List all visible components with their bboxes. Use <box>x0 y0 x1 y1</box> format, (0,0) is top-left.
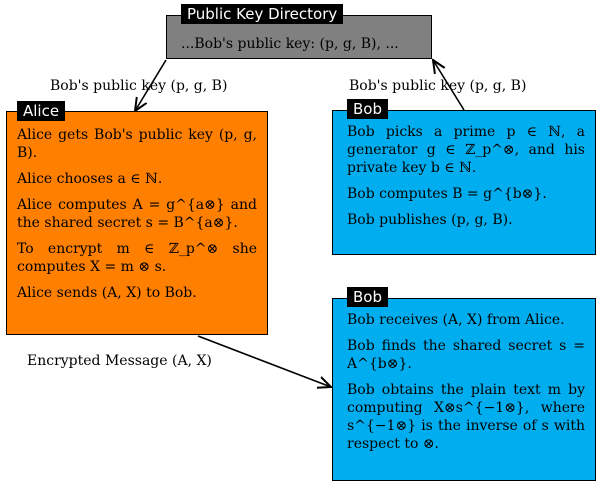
alice-step: Alice sends (A, X) to Bob. <box>17 285 197 301</box>
bob-setup-step: Bob picks a prime p ∈ ℕ, a generator g ∈… <box>347 124 585 176</box>
arrow-bob-to-directory <box>433 60 465 111</box>
bob-setup-steps: Bob picks a prime p ∈ ℕ, a generator g ∈… <box>347 123 585 237</box>
alice-box: Alice Alice gets Bob's public key (p, g,… <box>6 101 268 335</box>
alice-step: Alice chooses a ∈ ℕ. <box>17 171 163 187</box>
edge-label-directory-to-alice: Bob's public key (p, g, B) <box>50 78 228 94</box>
bob-setup-title: Bob <box>347 99 388 119</box>
bob-decrypt-step: Bob receives (A, X) from Alice. <box>347 312 565 328</box>
edge-label-bob-to-directory: Bob's public key (p, g, B) <box>349 78 527 94</box>
bob-decrypt-steps: Bob receives (A, X) from Alice. Bob find… <box>347 311 585 461</box>
bob-decrypt-step: Bob finds the shared secret s = A^{b⊗}. <box>347 338 585 372</box>
alice-step: Alice computes A = g^{a⊗} and the shared… <box>17 197 257 231</box>
bob-setup-box: Bob Bob picks a prime p ∈ ℕ, a generator… <box>332 99 596 255</box>
directory-content: ...Bob's public key: (p, g, B), ... <box>181 36 399 52</box>
bob-setup-step: Bob publishes (p, g, B). <box>347 212 513 228</box>
bob-setup-step: Bob computes B = g^{b⊗}. <box>347 186 547 202</box>
alice-step: Alice gets Bob's public key (p, g, B). <box>17 127 257 161</box>
directory-title: Public Key Directory <box>181 4 344 24</box>
bob-decrypt-title: Bob <box>347 287 388 307</box>
bob-decrypt-step: Bob obtains the plain text m by computin… <box>347 382 585 452</box>
bob-decrypt-box: Bob Bob receives (A, X) from Alice. Bob … <box>332 287 596 481</box>
arrow-directory-to-alice <box>135 59 167 111</box>
alice-title: Alice <box>17 101 66 121</box>
edge-label-encrypted-message: Encrypted Message (A, X) <box>27 353 212 369</box>
alice-step: To encrypt m ∈ ℤ_p^⊗ she computes X = m … <box>17 241 257 275</box>
alice-steps: Alice gets Bob's public key (p, g, B). A… <box>17 126 257 310</box>
arrow-alice-to-bob <box>197 335 331 387</box>
public-key-directory: Public Key Directory ...Bob's public key… <box>166 4 432 59</box>
